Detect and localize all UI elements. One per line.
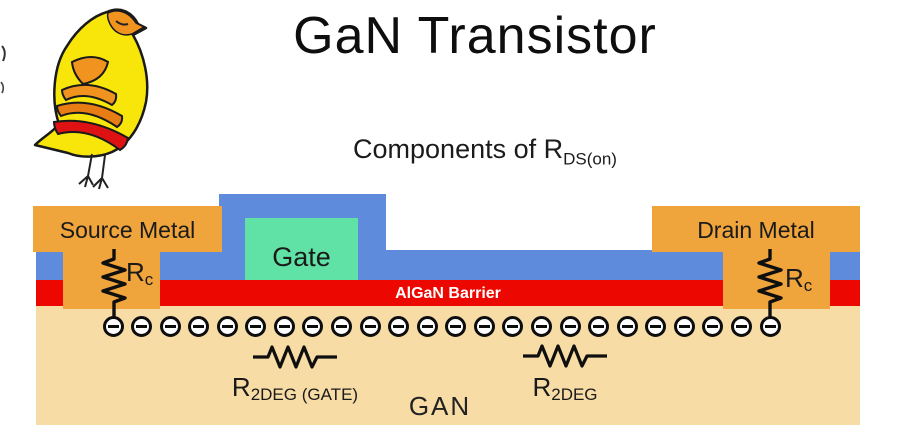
- rc-drain-main: R: [785, 263, 804, 293]
- r2deg-gate-label: R2DEG (GATE): [220, 372, 370, 405]
- electron-icon: [730, 316, 752, 337]
- electron-icon: [245, 316, 267, 337]
- left-edge-artifact: [0, 45, 6, 94]
- electron-icon: [416, 316, 438, 337]
- electron-icon: [273, 316, 295, 337]
- rc-drain-sub: c: [803, 276, 813, 296]
- bird-wing-stripe: [52, 119, 130, 152]
- bird-face-patch: [106, 10, 146, 36]
- electron-icon: [588, 316, 610, 337]
- rc-source-main: R: [126, 257, 145, 287]
- resistor-symbol-r2deg: [523, 344, 607, 368]
- algan-barrier-layer: [36, 280, 860, 306]
- resistor-symbol-source-rc: [101, 249, 127, 317]
- electron-icon: [530, 316, 552, 337]
- r2deg-sub: 2DEG: [551, 385, 598, 405]
- electron-icon: [445, 316, 467, 337]
- electron-icon: [473, 316, 495, 337]
- r2deg-gate-main: R: [231, 372, 251, 402]
- r2deg-label: R2DEG: [500, 372, 630, 405]
- bird-wing-stripe: [60, 83, 118, 107]
- electron-icon: [302, 316, 324, 337]
- electron-icon: [759, 316, 781, 337]
- source-metal-label: Source Metal: [59, 217, 196, 243]
- electron-icon: [188, 316, 210, 337]
- electron-icon: [388, 316, 410, 337]
- electron-icon: [331, 316, 353, 337]
- electron-icon: [702, 316, 724, 337]
- yellow-bird-logo-icon: [33, 8, 149, 190]
- electron-icon: [359, 316, 381, 337]
- bird-wing-stripe: [55, 101, 124, 129]
- rc-source-label: Rc: [126, 257, 153, 290]
- gate-label: Gate: [272, 242, 331, 272]
- bird-eye: [115, 20, 129, 26]
- subtitle-text: Components of R: [353, 134, 564, 164]
- electron-icon: [645, 316, 667, 337]
- electron-icon: [616, 316, 638, 337]
- passivation-layer: [36, 250, 860, 280]
- electron-icon: [102, 316, 124, 337]
- electron-icon: [131, 316, 153, 337]
- electron-icon: [159, 316, 181, 337]
- page-title: GaN Transistor: [293, 7, 657, 65]
- resistor-symbol-r2deg-gate: [253, 345, 337, 369]
- subtitle-subscript: DS(on): [563, 149, 617, 169]
- r2deg-gate-sub: 2DEG (GATE): [250, 385, 359, 405]
- rc-drain-label: Rc: [785, 263, 812, 296]
- page-subtitle: Components of RDS(on): [270, 134, 700, 169]
- drain-metal-label: Drain Metal: [697, 217, 815, 243]
- rc-source-sub: c: [144, 270, 154, 290]
- bird-legs: [78, 153, 109, 190]
- electron-icon: [559, 316, 581, 337]
- algan-barrier-label: AlGaN Barrier: [395, 285, 501, 302]
- drain-metal-region: [652, 206, 860, 252]
- source-metal-region: [33, 206, 222, 252]
- electron-icon: [216, 316, 238, 337]
- gate-region: [245, 218, 358, 280]
- bird-wing-stripe: [70, 56, 110, 86]
- electron-icon: [673, 316, 695, 337]
- electron-icon: [502, 316, 524, 337]
- r2deg-main: R: [532, 372, 552, 402]
- resistor-symbol-drain-rc: [757, 249, 783, 317]
- gan-substrate-label: GAN: [408, 391, 472, 421]
